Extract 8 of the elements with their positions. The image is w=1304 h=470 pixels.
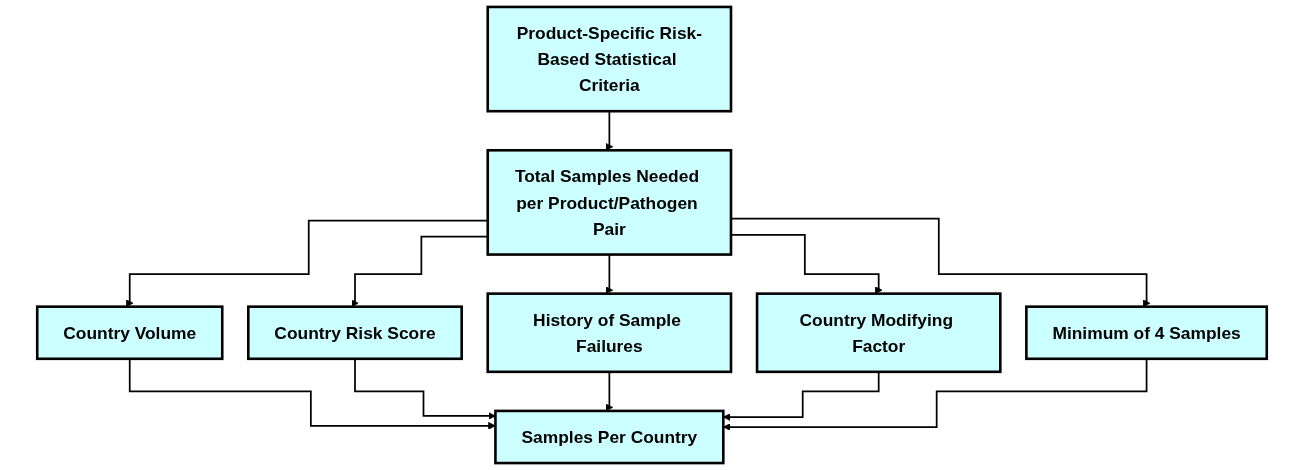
node-box: Country Modifying Factor — [755, 292, 1002, 374]
node-box: Country Volume — [35, 305, 224, 361]
node-box: Samples Per Country — [494, 409, 725, 465]
node-box: Product-Specific Risk-Based Statistical Criteria — [486, 5, 733, 113]
node-box: Minimum of 4 Samples — [1025, 305, 1269, 361]
node-box: Country Risk Score — [247, 305, 463, 361]
node-box: History of Sample Failures — [486, 292, 733, 374]
node-box: Total Samples Needed per Product/Pathogen Pair — [486, 149, 733, 256]
